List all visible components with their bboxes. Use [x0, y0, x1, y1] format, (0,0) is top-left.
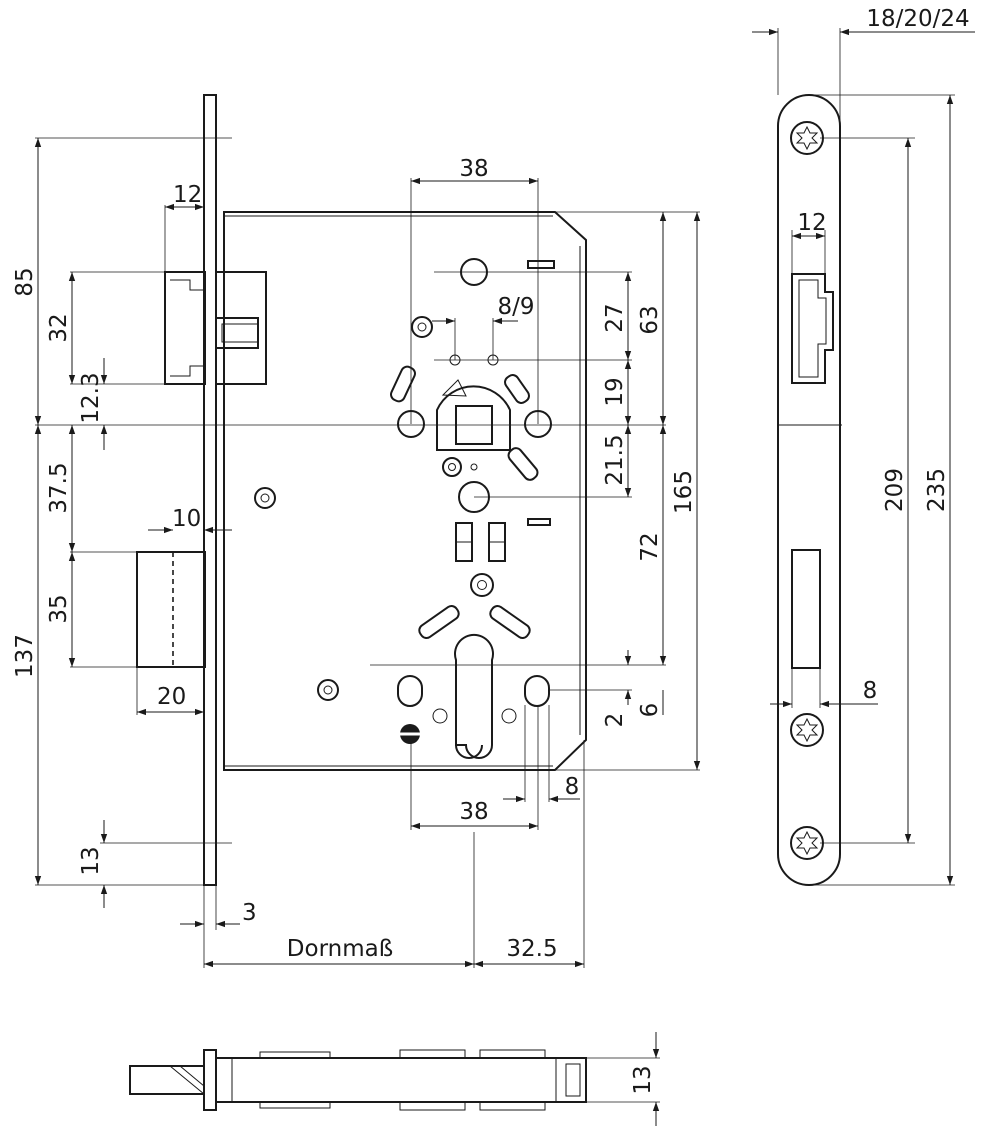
dim-235: 235: [924, 468, 950, 512]
dim-72: 72: [637, 532, 663, 561]
dim-3: 3: [242, 900, 257, 926]
follower-spindle-square: [436, 379, 511, 451]
dim-19: 19: [602, 377, 628, 406]
dim-8-9: 8/9: [497, 294, 534, 320]
dim-13-left: 13: [78, 846, 104, 875]
dim-32: 32: [46, 313, 72, 342]
latch-opening: [791, 273, 834, 384]
dim-13-bottom: 13: [630, 1065, 656, 1094]
dim-18-20-24: 18/20/24: [866, 6, 969, 32]
dim-38-top: 38: [459, 156, 488, 182]
lock-bottom-view: 13: [129, 1032, 660, 1126]
dimension-labels: 12 85 32 12.3 37.5 10 35 137 20 13 3 Dor…: [12, 156, 697, 962]
dim-38-bottom: 38: [459, 799, 488, 825]
lock-case-inner-edge: [224, 215, 581, 767]
screw-icon: [254, 487, 276, 509]
torx-screw-icon: [790, 826, 824, 860]
dim-10: 10: [172, 506, 201, 532]
dim-20: 20: [157, 684, 186, 710]
screw-icon: [317, 679, 339, 701]
lock-front-view: [136, 94, 587, 886]
dimension-lines: [34, 137, 701, 968]
profile-cylinder-cutout: [454, 633, 494, 759]
latch-bolt: [164, 271, 267, 385]
dim-63: 63: [637, 305, 663, 334]
dead-bolt: [136, 551, 206, 668]
forend-plate: [203, 94, 217, 886]
dim-85: 85: [12, 267, 38, 296]
dim-12-3: 12.3: [78, 372, 104, 423]
screw-icon: [442, 457, 462, 477]
forend-dimension-labels: 18/20/24 12 8 209 235: [797, 6, 969, 704]
dim-8-bottom: 8: [565, 774, 580, 800]
dim-32-5: 32.5: [506, 936, 557, 962]
deadbolt-opening: [791, 549, 821, 669]
torx-screw-icon: [790, 121, 824, 155]
dim-37-5: 37.5: [46, 462, 72, 513]
screw-icon: [411, 316, 433, 338]
forend-side-view: [752, 28, 975, 886]
dim-35: 35: [46, 594, 72, 623]
dim-209: 209: [882, 468, 908, 512]
dim-165: 165: [671, 470, 697, 514]
torx-screw-icon: [790, 713, 824, 747]
screw-icon: [470, 573, 494, 597]
dim-2: 2: [602, 713, 628, 728]
dim-21-5: 21.5: [602, 434, 628, 485]
dim-27: 27: [602, 303, 628, 332]
dim-8-forend: 8: [863, 678, 878, 704]
dim-dornmass: Dornmaß: [287, 936, 393, 962]
dim-12: 12: [173, 182, 202, 208]
dim-137: 137: [12, 634, 38, 678]
dim-12-forend: 12: [797, 210, 826, 236]
dim-6: 6: [637, 703, 663, 718]
